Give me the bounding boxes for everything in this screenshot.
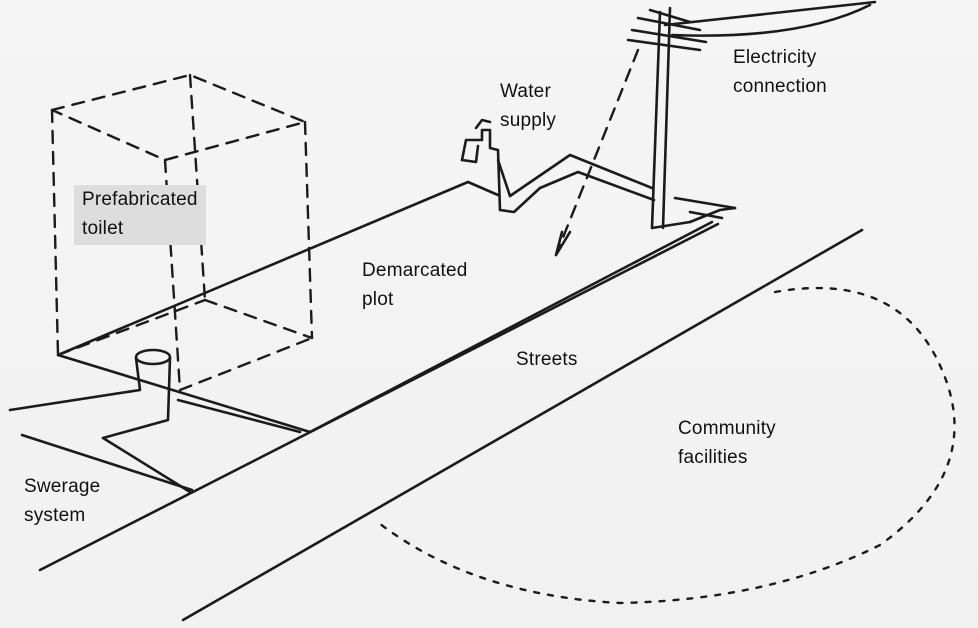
water-supply-label: Water supply [500,81,557,131]
streets-label: Streets [516,349,578,370]
demarcated-plot-label: Demarcated plot [362,260,468,310]
street-edges [38,222,864,622]
sewerage-system-label: Swerage system [24,476,101,526]
sewerage-pipes [8,348,302,494]
electricity-connection-label: Electricity connection [733,47,827,97]
electricity-pole [554,0,877,257]
water-tap [460,118,656,214]
community-boundary [373,286,956,605]
community-facilities-label: Community facilities [678,418,776,468]
prefabricated-toilet-label: Prefabricated toilet [74,185,206,245]
